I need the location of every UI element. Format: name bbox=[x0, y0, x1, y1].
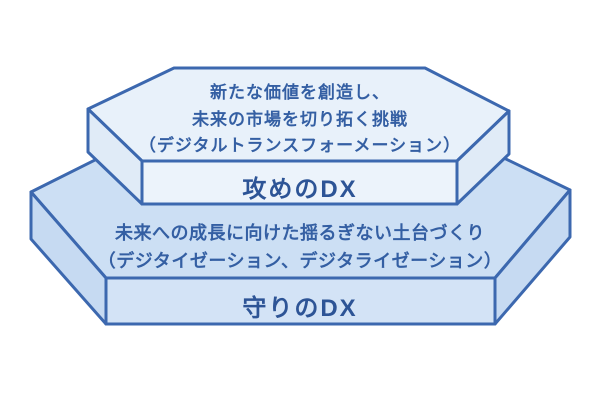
bottom-layer-description-line-1: 未来への成長に向けた揺るぎない土台づくり bbox=[115, 223, 485, 243]
top-layer-front-face bbox=[140, 159, 459, 206]
top-layer-label: 攻めのDX bbox=[242, 176, 358, 203]
bottom-layer-front-face bbox=[104, 276, 497, 326]
top-layer-description-line-2: 未来の市場を切り拓く挑戦 bbox=[192, 110, 408, 129]
bottom-layer-description-line-2: （デジタイゼーション、デジタライゼーション） bbox=[97, 251, 503, 271]
bottom-layer-label: 守りのDX bbox=[242, 295, 358, 322]
top-layer-description-line-3: （デジタルトランスフォーメーション） bbox=[138, 136, 462, 155]
top-layer-description-line-1: 新たな価値を創造し、 bbox=[210, 83, 390, 102]
